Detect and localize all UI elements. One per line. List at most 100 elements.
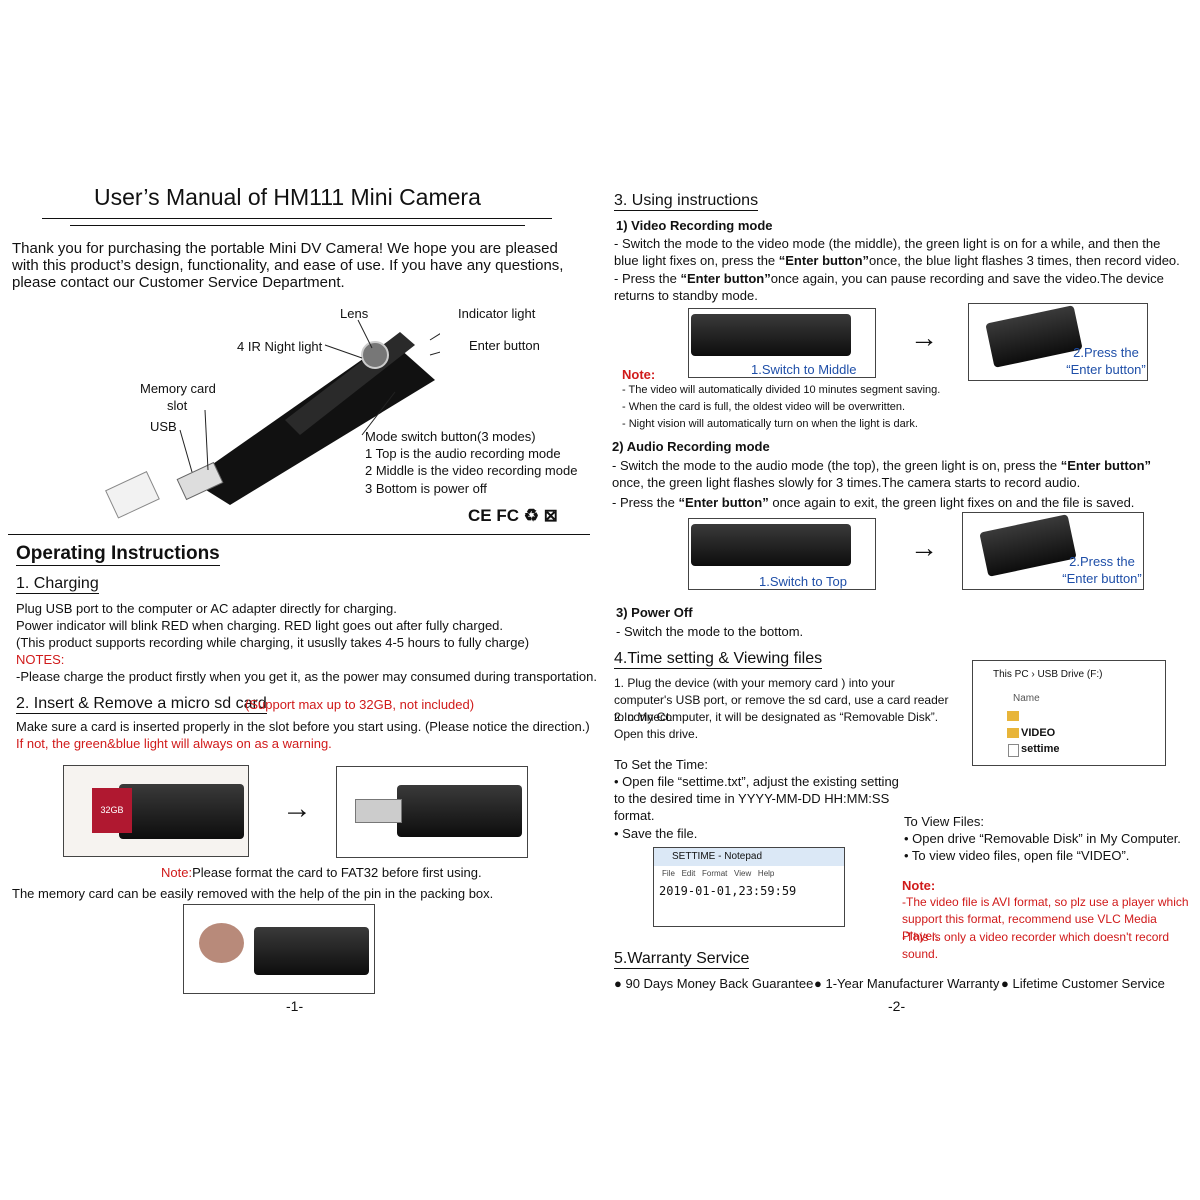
arrow-icon: → bbox=[282, 792, 312, 825]
explorer-path: This PC › USB Drive (F:) bbox=[993, 669, 1103, 680]
audio-p1-end: once, the green light flashes slowly for… bbox=[612, 475, 1081, 490]
camera-diagram bbox=[105, 319, 440, 519]
audio-p1: - Switch the mode to the audio mode (the… bbox=[612, 457, 1182, 491]
page-number-1: -1- bbox=[286, 998, 304, 1014]
menu-view: View bbox=[734, 869, 752, 878]
mode-3: 3 Bottom is power off bbox=[365, 481, 487, 496]
camera-black bbox=[254, 927, 369, 975]
view-files-heading: To View Files: bbox=[904, 814, 984, 829]
arrow-icon: → bbox=[910, 532, 938, 563]
audio-p2: - Press the “Enter button” once again to… bbox=[612, 494, 1182, 511]
audio-p2-end: once again to exit, the green light fixe… bbox=[768, 495, 1135, 510]
slot-label: slot bbox=[167, 398, 188, 413]
file-note-2: -This is only a video recorder which doe… bbox=[902, 930, 1170, 961]
pin-text: The memory card can be easily removed wi… bbox=[12, 886, 494, 901]
sd-heading: 2. Insert & Remove a micro sd card bbox=[16, 695, 267, 714]
video-p1-bold: “Enter button” bbox=[778, 253, 870, 268]
usb-plug bbox=[355, 799, 402, 823]
time-p1: 1. Plug the device (with your memory car… bbox=[614, 676, 949, 724]
folder-icon bbox=[1007, 711, 1019, 721]
video-press-photo: 2.Press the “Enter button” bbox=[968, 303, 1148, 381]
camera-side bbox=[691, 524, 851, 566]
operating-title: Operating Instructions bbox=[16, 543, 220, 566]
power-p1: - Switch the mode to the bottom. bbox=[616, 624, 804, 639]
camera-black bbox=[119, 784, 244, 839]
section-rule bbox=[8, 534, 590, 535]
notepad-titlebar bbox=[654, 848, 844, 866]
usb-label: USB bbox=[150, 419, 177, 434]
set-time-step-1: • Open file “settime.txt”, adjust the ex… bbox=[614, 774, 899, 823]
format-note-label: Note: bbox=[161, 865, 193, 880]
video-switch-photo: 1.Switch to Middle bbox=[688, 308, 876, 378]
video-note-3: - Night vision will automatically turn o… bbox=[622, 418, 918, 430]
format-note: Note:Please format the card to FAT32 bef… bbox=[161, 864, 482, 881]
explorer-settime: settime bbox=[1021, 743, 1060, 755]
set-time-heading: To Set the Time: bbox=[614, 757, 708, 772]
audio-press-label: 2.Press the “Enter button” bbox=[1062, 554, 1142, 586]
enter-label: Enter button bbox=[469, 338, 540, 353]
mode-title: Mode switch button(3 modes) bbox=[365, 429, 536, 444]
menu-file: File bbox=[662, 869, 675, 878]
arrow-icon: → bbox=[910, 322, 938, 353]
title-rule bbox=[42, 218, 552, 219]
warranty-item-3: ● Lifetime Customer Service bbox=[1001, 976, 1165, 991]
insert-photo: 32GB bbox=[63, 765, 249, 857]
view-files-step-2: • To view video files, open file “VIDEO”… bbox=[904, 848, 1130, 863]
audio-p2-text: - Press the bbox=[612, 495, 679, 510]
certification-marks: CE FC ♻ ⊠ bbox=[468, 506, 558, 525]
file-icon bbox=[1008, 744, 1019, 757]
power-heading: 3) Power Off bbox=[616, 605, 693, 620]
indicator-label: Indicator light bbox=[458, 306, 536, 321]
sd-line-1: Make sure a card is inserted properly in… bbox=[16, 719, 590, 734]
sd-support: (Support max up to 32GB, not included) bbox=[245, 697, 475, 712]
charging-notes-label: NOTES: bbox=[16, 652, 65, 667]
explorer-column-name: Name bbox=[1013, 693, 1040, 704]
video-heading: 1) Video Recording mode bbox=[616, 218, 773, 233]
menu-help: Help bbox=[757, 869, 775, 878]
lens-label: Lens bbox=[340, 306, 369, 321]
camera-black bbox=[397, 785, 522, 837]
video-press-label: 2.Press the “Enter button” bbox=[1066, 345, 1146, 377]
time-p2: 2.In My Computer, it will be designated … bbox=[614, 710, 939, 741]
file-note-1: -The video file is AVI format, so plz us… bbox=[902, 895, 1189, 943]
audio-p2-bold: “Enter button” bbox=[678, 495, 769, 510]
intro-text: Thank you for purchasing the portable Mi… bbox=[12, 240, 564, 291]
warranty-heading: 5.Warranty Service bbox=[614, 950, 750, 969]
notepad-content: 2019-01-01,23:59:59 bbox=[659, 884, 797, 898]
mode-1: 1 Top is the audio recording mode bbox=[365, 446, 561, 461]
audio-press-photo: 2.Press the “Enter button” bbox=[962, 512, 1144, 590]
charging-line-3: (This product supports recording while c… bbox=[16, 635, 530, 650]
format-note-text: Please format the card to FAT32 before f… bbox=[192, 865, 482, 880]
audio-p1-bold: “Enter button” bbox=[1060, 458, 1152, 473]
audio-switch-label: 1.Switch to Top bbox=[759, 574, 847, 589]
explorer-window: This PC › USB Drive (F:) Name VIDEO sett… bbox=[972, 660, 1166, 766]
explorer-video: VIDEO bbox=[1021, 727, 1056, 739]
charging-line-2: Power indicator will blink RED when char… bbox=[16, 618, 504, 633]
lens bbox=[361, 341, 389, 369]
video-note-label: Note: bbox=[622, 367, 656, 382]
notepad-title: SETTIME - Notepad bbox=[672, 851, 763, 862]
video-switch-label: 1.Switch to Middle bbox=[751, 362, 857, 377]
manual-title: User’s Manual of HM111 Mini Camera bbox=[94, 184, 481, 210]
charging-note: -Please charge the product firstly when … bbox=[16, 669, 597, 684]
audio-switch-photo: 1.Switch to Top bbox=[688, 518, 876, 590]
usb-cap bbox=[105, 471, 160, 519]
video-p2-end: once again, you can pause recording and … bbox=[614, 271, 1164, 303]
video-p2: - Press the “Enter button”once again, yo… bbox=[614, 270, 1194, 304]
video-p1-text: - Switch the mode to the video mode (the… bbox=[614, 236, 1161, 268]
pin-photo bbox=[183, 904, 375, 994]
warranty-item-1: ● 90 Days Money Back Guarantee bbox=[614, 976, 814, 991]
warranty-item-2: ● 1-Year Manufacturer Warranty bbox=[814, 976, 1000, 991]
file-note-label: Note: bbox=[902, 878, 936, 893]
finger bbox=[199, 923, 244, 963]
time-heading: 4.Time setting & Viewing files bbox=[614, 650, 823, 669]
video-p2-text: - Press the bbox=[614, 271, 681, 286]
notepad-window: SETTIME - Notepad File Edit Format View … bbox=[653, 847, 845, 927]
camera-side bbox=[691, 314, 851, 356]
video-p1: - Switch the mode to the video mode (the… bbox=[614, 235, 1184, 269]
video-p2-bold: “Enter button” bbox=[680, 271, 771, 286]
sd-line-2: If not, the green&blue light will always… bbox=[16, 736, 332, 751]
inserted-photo bbox=[336, 766, 528, 858]
set-time-step-2: • Save the file. bbox=[614, 826, 698, 841]
menu-edit: Edit bbox=[681, 869, 696, 878]
